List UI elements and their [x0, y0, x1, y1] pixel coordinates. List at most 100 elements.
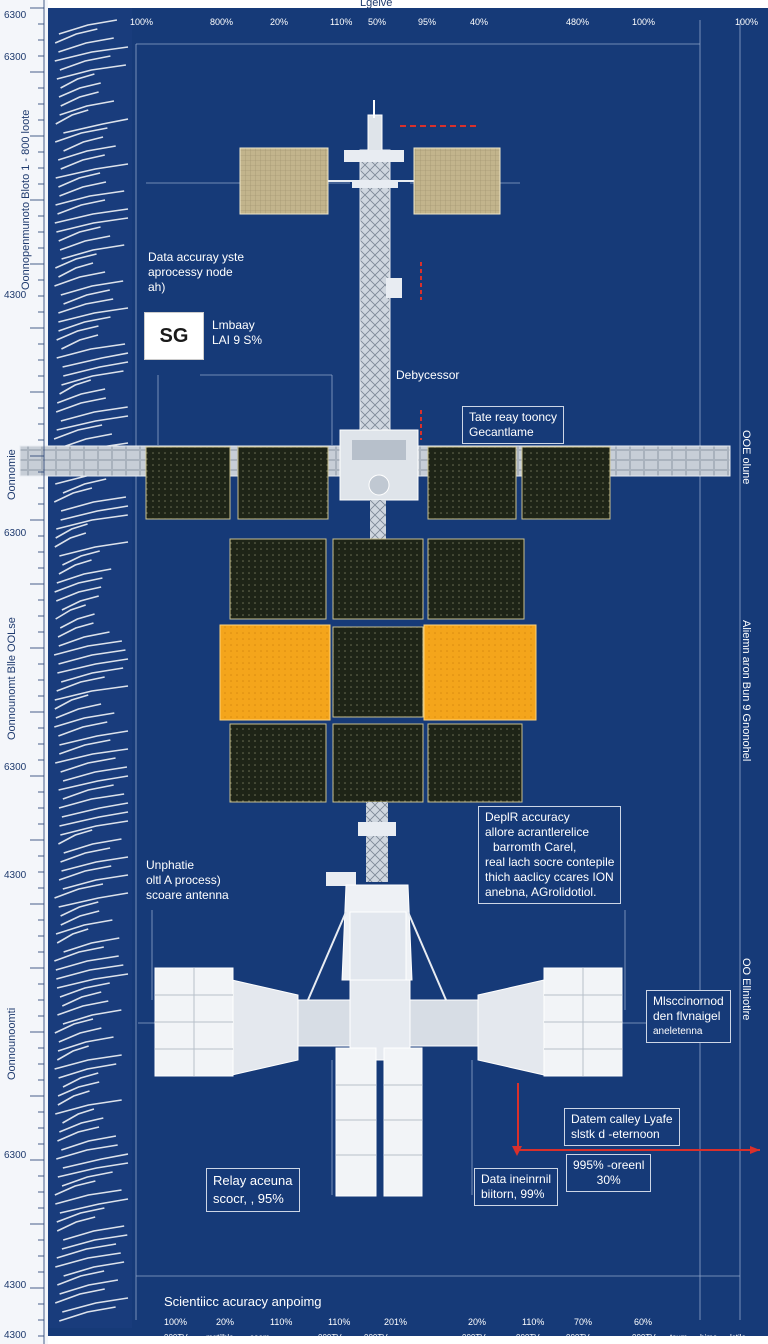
wave-stroke: [60, 667, 124, 683]
wave-strokes: [53, 19, 129, 1322]
array-row1-d: [521, 446, 611, 520]
wave-stroke: [58, 262, 94, 278]
wave-stroke: [57, 199, 106, 215]
array-row1-a: [145, 446, 231, 520]
wave-stroke: [56, 1243, 117, 1259]
wave-stroke: [62, 1009, 122, 1025]
wave-stroke: [55, 1189, 122, 1205]
wave-stroke: [54, 946, 104, 962]
right-vlabel-3: OO Ellniotlre: [740, 958, 752, 1021]
wave-stroke: [59, 613, 95, 629]
wave-stroke: [58, 559, 92, 575]
wave-stroke: [58, 1027, 102, 1043]
left-tick-label: 6300: [4, 1150, 27, 1161]
left-tick-label: 4300: [4, 870, 27, 881]
wave-stroke: [58, 1063, 117, 1079]
wave-stroke: [58, 892, 129, 908]
wave-stroke: [54, 1288, 105, 1304]
wave-stroke: [58, 775, 129, 791]
wave-stroke: [63, 289, 110, 305]
bottom-subtick-label: 000TV: [632, 1333, 656, 1342]
top-tick-label: 100%: [130, 17, 154, 27]
wave-stroke: [54, 1054, 122, 1070]
wave-stroke: [59, 379, 91, 395]
wave-stroke: [59, 235, 111, 251]
wave-stroke: [59, 433, 113, 449]
wave-stroke: [58, 865, 112, 881]
annot-badge-caption: Lmbaay LAI 9 S%: [212, 318, 263, 347]
top-left-tan-array: [239, 147, 329, 215]
wave-stroke: [54, 1018, 94, 1034]
wave-stroke: [58, 19, 118, 35]
top-tick-label: 800%: [210, 17, 234, 27]
grid-r3-c3: [427, 723, 523, 803]
bottom-tick-label: 20%: [468, 1317, 487, 1327]
top-tick-label: 95%: [418, 17, 437, 27]
wave-stroke: [57, 1036, 114, 1052]
left-vlabel-4: Oonnounoomti: [6, 1007, 18, 1080]
wave-stroke: [55, 253, 97, 269]
wave-stroke: [63, 361, 129, 377]
wave-stroke: [61, 244, 125, 260]
spine-segment: [370, 500, 386, 540]
annot-data-infernal: Data ineinrnil biitorn, 99%: [474, 1168, 559, 1206]
top-tick-label: 40%: [470, 17, 489, 27]
wave-stroke: [62, 766, 128, 782]
left-tick-label: 6300: [4, 528, 27, 539]
top-right-tan-array: [413, 147, 501, 215]
wave-stroke: [54, 127, 108, 143]
wave-stroke: [59, 811, 129, 827]
wave-stroke: [62, 1297, 129, 1313]
wave-stroke: [56, 568, 112, 584]
bottom-tick-label: 100%: [164, 1317, 188, 1327]
top-tick-label: 100%: [735, 17, 759, 27]
wave-stroke: [53, 424, 103, 440]
wave-stroke: [62, 1072, 99, 1088]
wave-stroke: [58, 37, 114, 53]
wave-stroke: [62, 1225, 125, 1241]
left-vlabel-2: Oonnomie: [6, 449, 18, 500]
wave-stroke: [55, 604, 86, 620]
wave-stroke: [58, 829, 93, 845]
lower-spine: [366, 802, 388, 882]
left-vlabel-1: Oonnopenmunoto Bloto 1 - 800 loote: [20, 109, 32, 290]
wave-stroke: [54, 1180, 96, 1196]
wave-stroke: [53, 640, 123, 656]
wave-stroke: [61, 595, 99, 611]
wave-stroke: [60, 496, 127, 512]
wave-stroke: [56, 973, 129, 989]
wave-stroke: [58, 721, 108, 737]
annot-mission: Mlsccinornod den flvnaigel aneletenna: [646, 990, 731, 1043]
top-tick-label: 480%: [566, 17, 590, 27]
wave-stroke: [54, 883, 104, 899]
wave-stroke: [57, 1162, 129, 1178]
wave-stroke: [61, 1234, 128, 1250]
wave-stroke: [56, 325, 99, 341]
wave-stroke: [55, 955, 119, 971]
grid-r1-c2: [332, 538, 424, 620]
grid-r3-c1: [229, 723, 327, 803]
wave-stroke: [59, 1117, 104, 1133]
top-mast: [367, 114, 383, 156]
wave-stroke: [59, 1306, 116, 1322]
wave-stroke: [56, 964, 124, 980]
wave-stroke: [62, 478, 107, 494]
wave-stroke: [56, 514, 128, 530]
wave-stroke: [58, 649, 126, 665]
wave-stroke: [56, 388, 106, 404]
wave-stroke: [59, 730, 129, 746]
top-tick-label: 100%: [632, 17, 656, 27]
left-tick-label: 6300: [4, 762, 27, 773]
wave-stroke: [57, 1081, 100, 1097]
wave-stroke: [56, 1045, 89, 1061]
wave-stroke: [63, 118, 129, 134]
wave-stroke: [56, 1207, 105, 1223]
wave-stroke: [62, 352, 129, 368]
grid-r2-c2: [332, 626, 424, 718]
annot-pct-box: 995% -oreenl 30%: [566, 1154, 652, 1192]
wave-stroke: [59, 1279, 119, 1295]
left-vlabel-3: Oonnounomt Blle OOLse: [6, 617, 18, 740]
wave-stroke: [58, 307, 129, 323]
wave-stroke: [60, 73, 95, 89]
left-white-wing: [154, 967, 299, 1077]
